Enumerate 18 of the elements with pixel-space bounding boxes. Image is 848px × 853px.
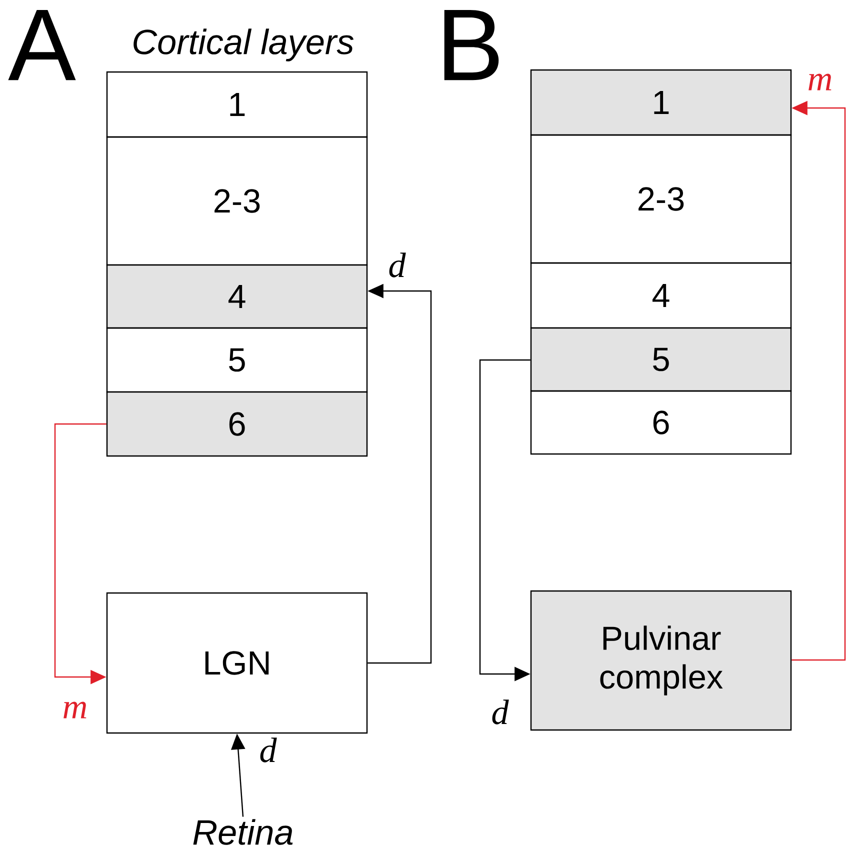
edge-label: d (386, 250, 408, 280)
panel-letter: B (444, 10, 499, 80)
layer-box: 5 (530, 327, 792, 392)
column-heading: Cortical layers (134, 28, 354, 62)
edge-label: d (257, 736, 279, 764)
layer-box: 4 (106, 264, 368, 329)
input-label: Retina (193, 819, 293, 845)
layer-box: 1 (530, 69, 792, 136)
layer-box: 6 (106, 391, 368, 457)
process-box: Pulvinar complex (530, 590, 792, 731)
layer-box: 1 (106, 71, 368, 138)
edge-label: d (489, 698, 511, 726)
process-box: LGN (106, 592, 368, 734)
edge-label: m (806, 72, 834, 92)
layer-box: 6 (530, 390, 792, 455)
layer-box: 2-3 (530, 134, 792, 264)
edge-label: m (60, 700, 90, 720)
panel-letter: A (8, 10, 76, 80)
